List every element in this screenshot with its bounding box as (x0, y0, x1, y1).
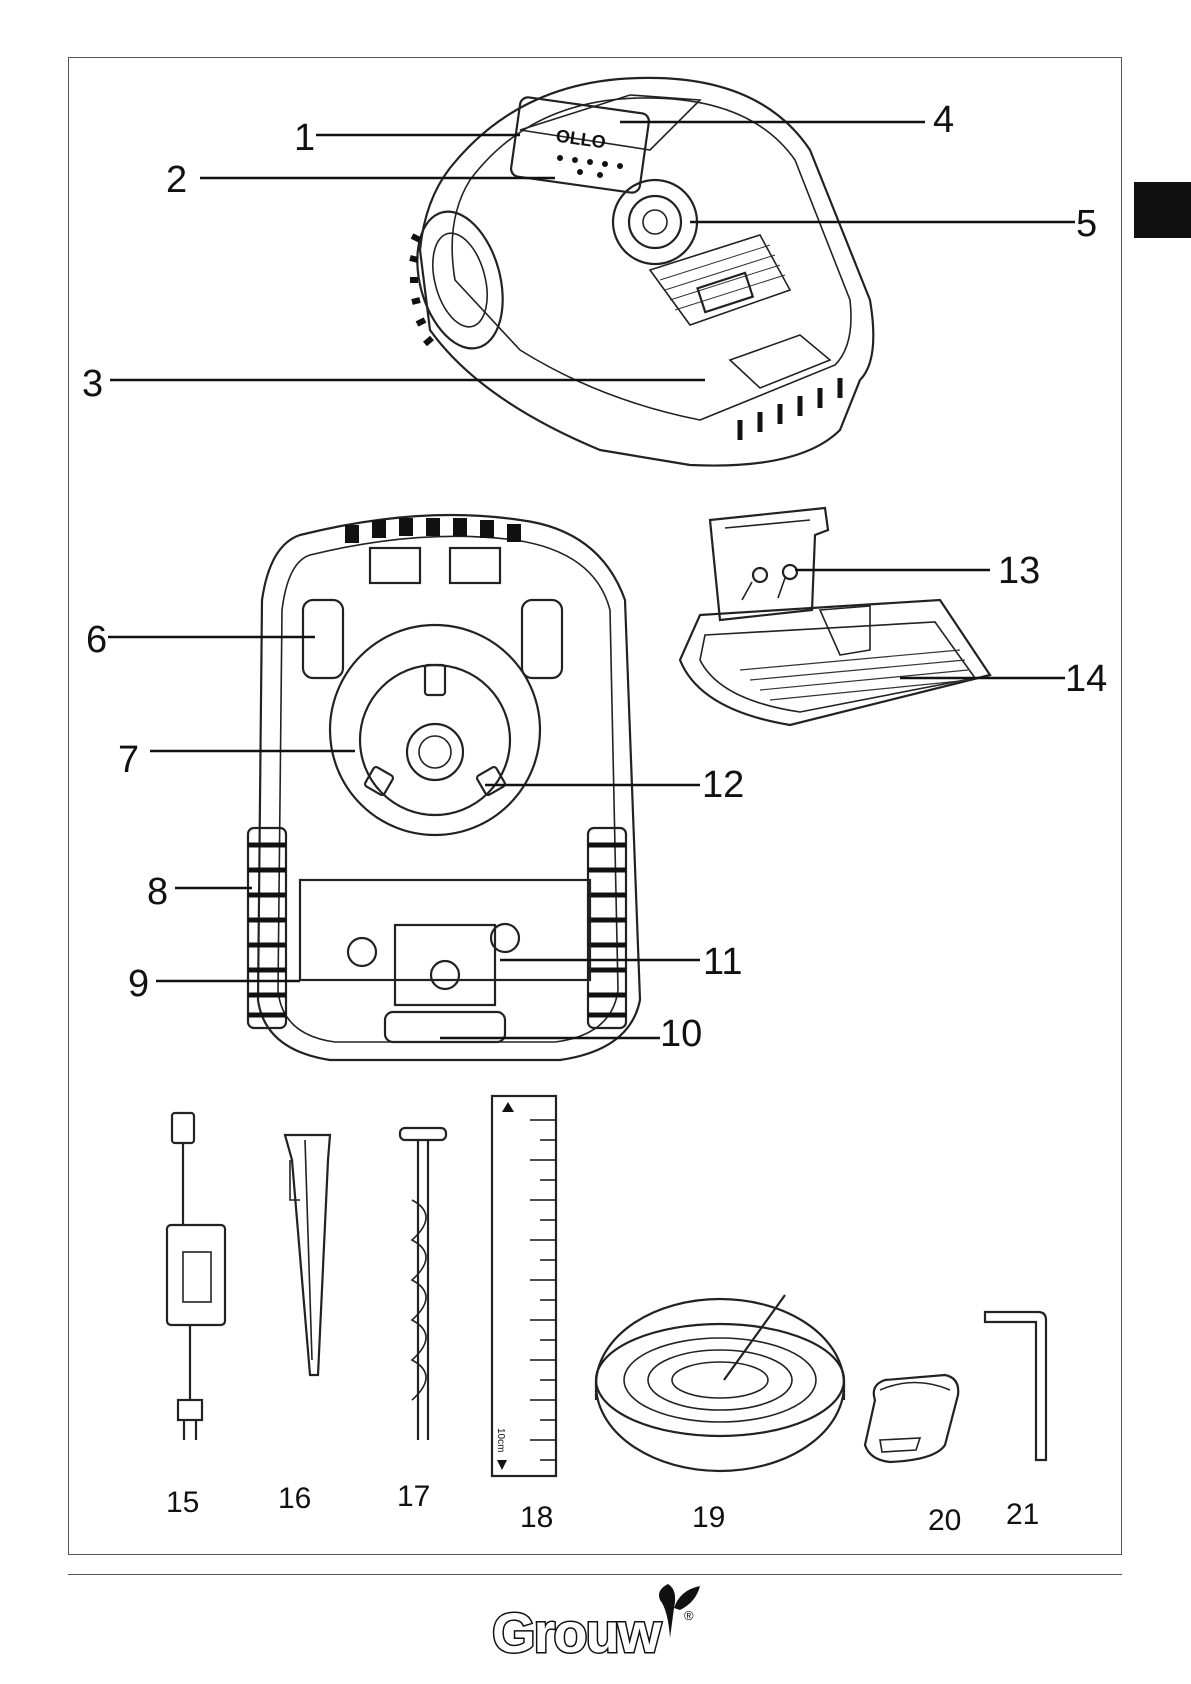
callout-1: 1 (294, 117, 315, 159)
accessory-21: 21 (1006, 1498, 1039, 1531)
charging-station (680, 508, 990, 725)
screw-stake (400, 1128, 446, 1440)
callout-14: 14 (1065, 658, 1107, 700)
accessory-17: 17 (397, 1480, 430, 1513)
mower-underside-view (248, 515, 640, 1060)
callout-9: 9 (128, 963, 149, 1005)
callout-10: 10 (660, 1013, 702, 1055)
callout-11: 11 (703, 941, 742, 983)
callout-5: 5 (1076, 203, 1097, 245)
accessory-16: 16 (278, 1482, 311, 1515)
boundary-wire-reel (596, 1295, 844, 1471)
callout-lines (108, 122, 1075, 1038)
sprout-icon (650, 1580, 710, 1640)
accessory-18: 18 (520, 1501, 553, 1534)
measuring-ruler: 10cm (492, 1096, 556, 1476)
accessory-20: 20 (928, 1504, 961, 1537)
callout-labels: 1 2 3 4 5 6 7 8 9 10 11 12 13 14 (82, 99, 1107, 1055)
accessory-labels: 15 16 17 18 19 20 21 (166, 1480, 1039, 1537)
accessory-15: 15 (166, 1486, 199, 1519)
ruler-text: 10cm (495, 1428, 506, 1452)
accessory-19: 19 (692, 1501, 725, 1534)
callout-4: 4 (933, 99, 954, 141)
brand-name: Grouw (492, 1600, 659, 1665)
callout-8: 8 (147, 871, 168, 913)
mower-display-text: OLLO (555, 126, 607, 153)
callout-2: 2 (166, 159, 187, 201)
callout-13: 13 (998, 550, 1040, 592)
power-adapter (167, 1113, 225, 1440)
callout-12: 12 (702, 764, 744, 806)
hex-key (985, 1312, 1046, 1460)
callout-3: 3 (82, 363, 103, 405)
callout-6: 6 (86, 619, 107, 661)
callout-7: 7 (118, 739, 139, 781)
ground-peg (285, 1135, 330, 1375)
wire-connector (865, 1375, 958, 1462)
footer-rule (68, 1574, 1122, 1575)
